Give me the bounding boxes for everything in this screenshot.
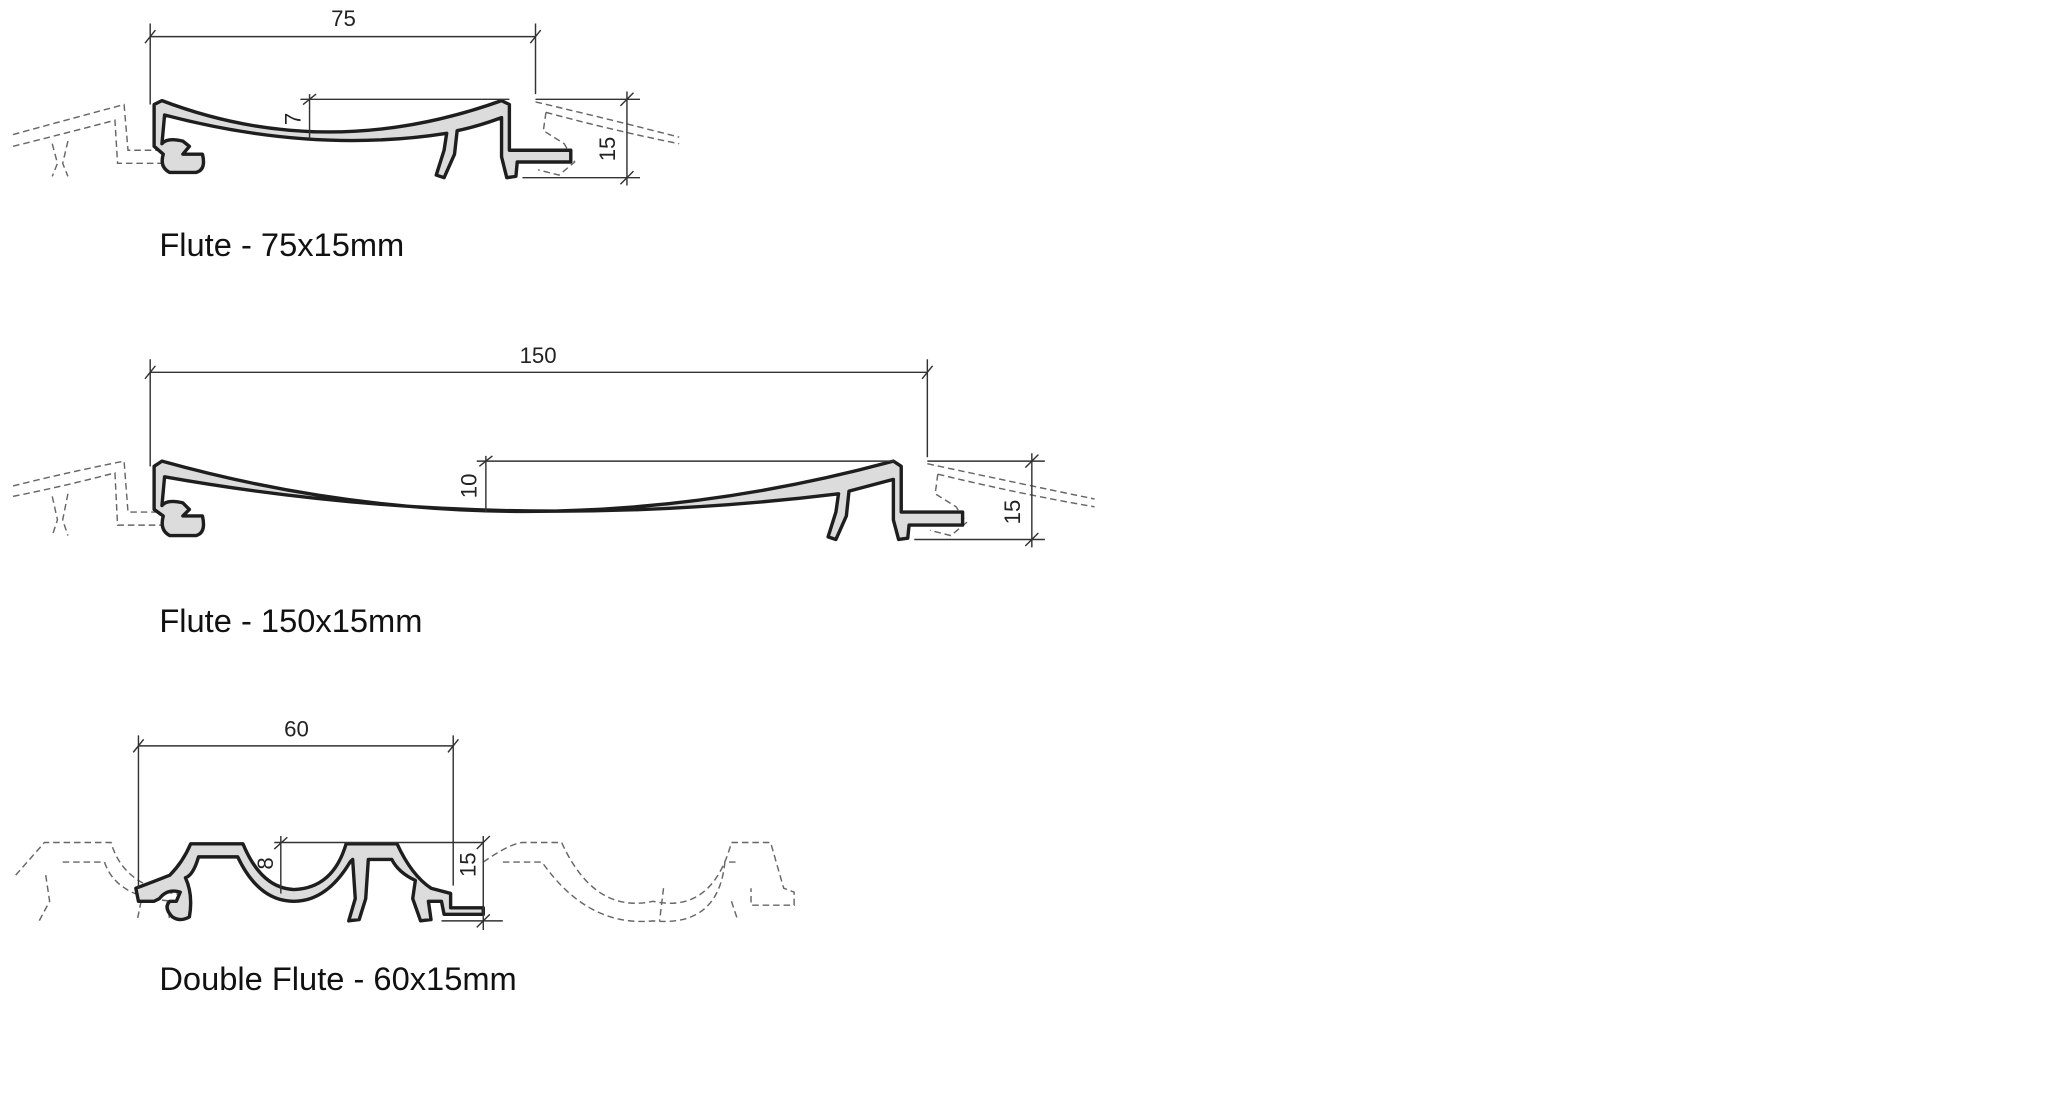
neighbor-ghost-left — [12, 103, 183, 177]
depth-label: 10 — [457, 474, 482, 499]
height-dimension: 15 — [522, 91, 640, 186]
profile-double-flute-60: 60 8 15 Double Flute - 60x15mm — [15, 717, 795, 997]
profile-flute-150: 150 10 15 Flute - 150x15mm — [12, 343, 1095, 639]
depth-label: 8 — [253, 857, 278, 869]
height-label: 15 — [455, 852, 480, 877]
profile-shape — [134, 842, 485, 923]
depth-label: 7 — [280, 113, 305, 125]
depth-dimension: 7 — [280, 93, 510, 139]
profile-caption: Double Flute - 60x15mm — [159, 960, 516, 997]
depth-dimension: 8 — [253, 835, 484, 894]
width-label: 60 — [284, 717, 309, 742]
profile-shape — [152, 98, 573, 180]
width-dimension: 60 — [132, 717, 460, 889]
profile-flute-75: 75 7 15 Flute - 75x15mm — [12, 6, 680, 263]
depth-dimension: 10 — [457, 455, 895, 513]
profile-caption: Flute - 150x15mm — [159, 602, 422, 639]
profile-shape — [152, 459, 965, 542]
height-label: 15 — [1000, 500, 1025, 525]
width-dimension: 150 — [144, 343, 934, 467]
width-label: 150 — [520, 343, 557, 368]
neighbor-ghost-right — [482, 841, 795, 923]
width-label: 75 — [331, 6, 356, 31]
profile-caption: Flute - 75x15mm — [159, 226, 404, 263]
height-dimension: 15 — [441, 835, 503, 931]
height-label: 15 — [595, 137, 620, 162]
height-dimension: 15 — [914, 453, 1045, 548]
width-dimension: 75 — [144, 6, 542, 105]
neighbor-ghost-left — [12, 460, 183, 536]
